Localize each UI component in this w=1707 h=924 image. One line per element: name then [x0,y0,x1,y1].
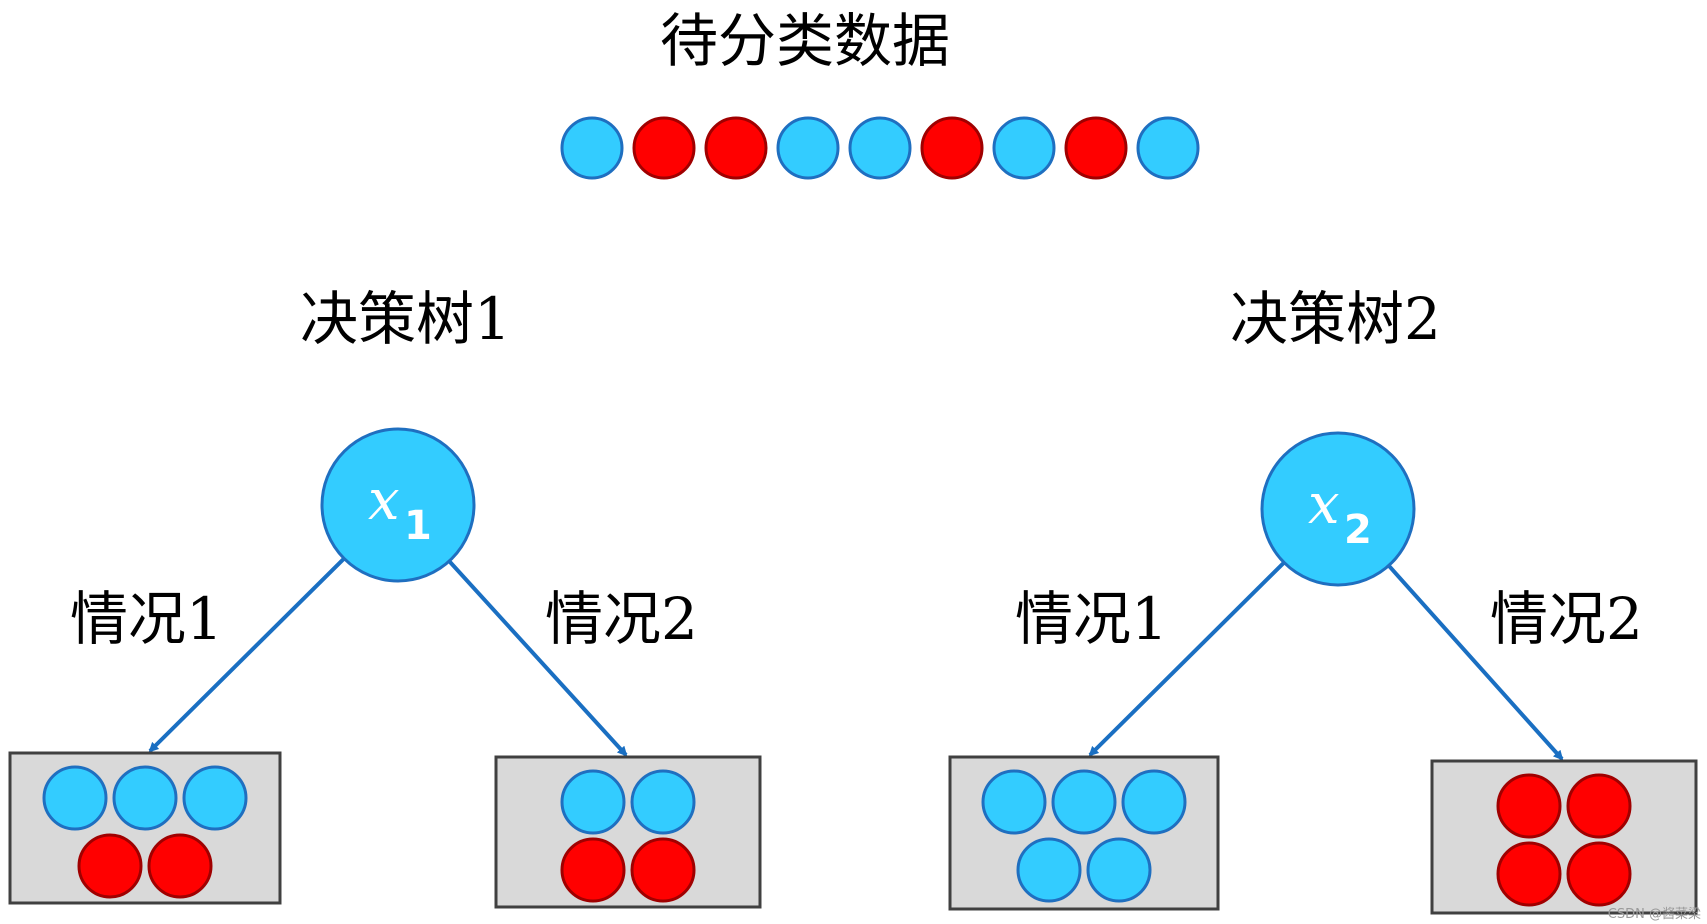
tree2-root-variable: x [1308,472,1340,537]
tree2-title: 决策树2 [1230,285,1441,353]
leaf-point-red [1496,773,1562,839]
watermark: CSDN @酱菜梁 [1607,907,1701,922]
leaf-point-red [147,833,213,899]
leaf-point-blue [630,769,696,835]
data-point-blue [560,116,624,180]
tree2-edge-2 [1387,564,1564,761]
tree1-edge-1 [148,557,346,753]
leaf-point-red [630,837,696,903]
tree2-leaf-2 [1430,759,1698,915]
data-point-red [1064,116,1128,180]
leaf-point-red [560,837,626,903]
leaf-point-blue [981,769,1047,835]
leaf-point-blue [112,765,178,831]
tree2-branch1-label: 情况1 [1015,585,1168,653]
leaf-point-blue [42,765,108,831]
tree1-title: 决策树1 [300,285,511,353]
tree1-branch1-label: 情况1 [70,585,223,653]
data-point-red [920,116,984,180]
tree2-root-node [1260,431,1416,587]
tree1-root-variable: x [368,468,400,533]
page-title: 待分类数据 [660,7,951,75]
tree1-branch2-label: 情况2 [545,585,698,653]
leaf-point-blue [182,765,248,831]
data-point-red [632,116,696,180]
data-point-red [704,116,768,180]
data-point-blue [992,116,1056,180]
leaf-point-red [77,833,143,899]
tree1-root-node [320,427,476,583]
leaf-point-blue [1086,837,1152,903]
leaf-point-red [1566,773,1632,839]
tree2-branch2-label: 情况2 [1490,585,1643,653]
tree1-leaf-2 [494,755,762,909]
leaf-point-blue [1121,769,1187,835]
leaf-point-blue [1016,837,1082,903]
tree2-edge-1 [1088,561,1286,757]
data-point-blue [1136,116,1200,180]
leaf-point-red [1496,841,1562,907]
data-point-blue [848,116,912,180]
leaf-point-red [1566,841,1632,907]
tree1-root-subscript: 1 [404,503,432,549]
leaf-point-blue [560,769,626,835]
tree2-root-subscript: 2 [1344,507,1372,553]
tree1-edge-2 [447,559,628,757]
data-point-blue [776,116,840,180]
leaf-point-blue [1051,769,1117,835]
